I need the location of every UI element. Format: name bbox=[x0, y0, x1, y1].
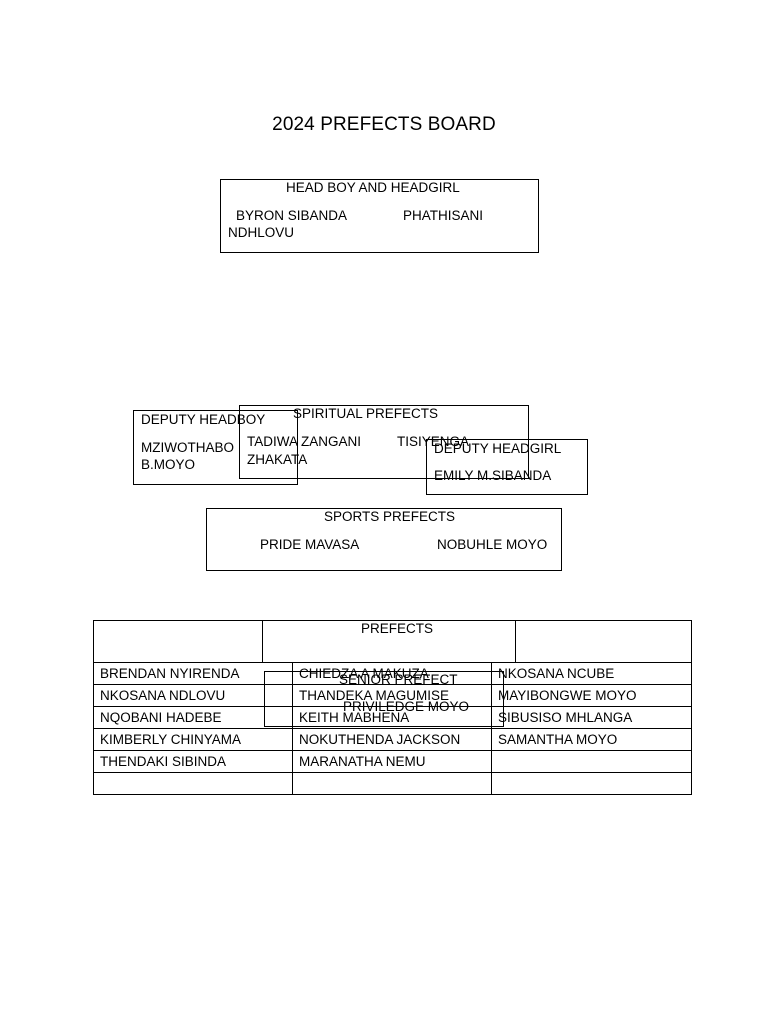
deputy-headboy-name-1: MZIWOTHABO bbox=[141, 440, 234, 455]
table-cell: SIBUSISO MHLANGA bbox=[490, 706, 693, 729]
table-cell: SAMANTHA MOYO bbox=[490, 728, 693, 751]
senior-prefect-heading: SENIOR PREFECT bbox=[339, 672, 458, 687]
table-cell: NQOBANI HADEBE bbox=[93, 706, 293, 729]
prefects-heading: PREFECTS bbox=[361, 621, 434, 636]
header-divider-right bbox=[515, 620, 516, 662]
table-row: NQOBANI HADEBE KEITH MABHENA SIBUSISO MH… bbox=[93, 706, 693, 729]
header-divider-left bbox=[262, 620, 263, 662]
table-row bbox=[93, 772, 693, 795]
sports-name-1: PRIDE MAVASA bbox=[260, 537, 360, 552]
head-box-heading: HEAD BOY AND HEADGIRL bbox=[286, 180, 460, 195]
sports-name-2: NOBUHLE MOYO bbox=[437, 537, 548, 552]
table-cell: NKOSANA NDLOVU bbox=[93, 684, 293, 707]
table-row: NKOSANA NDLOVU THANDEKA MAGUMISE MAYIBON… bbox=[93, 684, 693, 707]
table-cell: MARANATHA NEMU bbox=[292, 750, 492, 773]
deputy-headgirl-name: EMILY M.SIBANDA bbox=[434, 468, 552, 483]
table-cell: THENDAKI SIBINDA bbox=[93, 750, 293, 773]
table-cell: NOKUTHENDA JACKSON bbox=[292, 728, 492, 751]
spiritual-name-1: TADIWA ZANGANI bbox=[247, 434, 362, 449]
table-header-row bbox=[92, 620, 693, 663]
deputy-headboy-box bbox=[133, 410, 298, 485]
table-row: KIMBERLY CHINYAMA NOKUTHENDA JACKSON SAM… bbox=[93, 728, 693, 751]
deputy-headboy-heading: DEPUTY HEADBOY bbox=[141, 412, 266, 427]
table-cell: NKOSANA NCUBE bbox=[490, 662, 693, 685]
spiritual-box bbox=[239, 405, 529, 479]
table-cell bbox=[93, 772, 293, 795]
spiritual-heading: SPIRITUAL PREFECTS bbox=[293, 406, 439, 421]
head-boy-name: BYRON SIBANDA bbox=[236, 208, 348, 223]
table-cell bbox=[292, 772, 492, 795]
deputy-headgirl-box bbox=[426, 439, 588, 495]
deputy-headgirl-heading: DEPUTY HEADGIRL bbox=[434, 441, 562, 456]
head-girl-name-cont: NDHLOVU bbox=[228, 225, 295, 240]
page-title: 2024 PREFECTS BOARD bbox=[272, 114, 496, 135]
spiritual-name-2-cont: ZHAKATA bbox=[247, 452, 308, 467]
sports-box bbox=[206, 508, 562, 571]
table-cell: BRENDAN NYIRENDA bbox=[93, 662, 293, 685]
prefects-table: BRENDAN NYIRENDA CHIEDZA A MAKUZA NKOSAN… bbox=[92, 620, 693, 795]
spiritual-name-2: TISIYENGA bbox=[397, 434, 470, 449]
head-box bbox=[220, 179, 539, 253]
table-row: THENDAKI SIBINDA MARANATHA NEMU bbox=[93, 750, 693, 773]
deputy-headboy-name-2: B.MOYO bbox=[141, 457, 196, 472]
table-cell: MAYIBONGWE MOYO bbox=[490, 684, 693, 707]
table-cell: CHIEDZA A MAKUZA bbox=[292, 662, 492, 685]
table-header-cell bbox=[92, 620, 693, 663]
table-cell bbox=[490, 772, 693, 795]
table-cell bbox=[490, 750, 693, 773]
head-girl-name: PHATHISANI bbox=[403, 208, 484, 223]
sports-heading: SPORTS PREFECTS bbox=[324, 509, 456, 524]
table-cell: KIMBERLY CHINYAMA bbox=[93, 728, 293, 751]
table-cell: THANDEKA MAGUMISE bbox=[292, 684, 492, 707]
senior-prefect-box bbox=[264, 671, 504, 727]
senior-prefect-name: PRIVILEDGE MOYO bbox=[343, 699, 470, 714]
